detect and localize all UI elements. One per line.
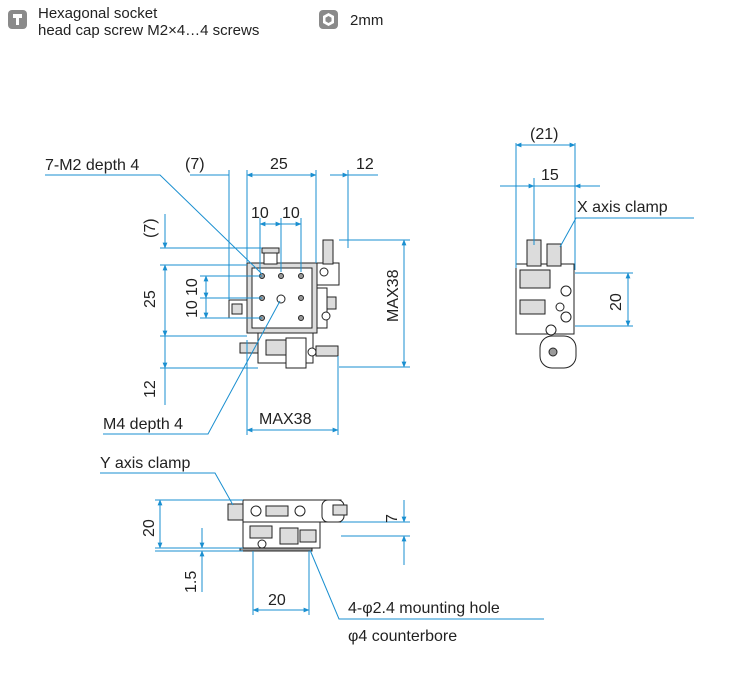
dim-max38-horizontal: MAX38 — [259, 411, 312, 428]
dim-top-10b: 10 — [282, 205, 300, 222]
screw-spec-line1: Hexagonal socket — [38, 5, 158, 22]
top-view: (7) 25 12 10 10 (7) 25 10 10 12 MAX38 MA… — [45, 156, 410, 435]
dim-front-7: 7 — [384, 514, 401, 523]
label-x-clamp: X axis clamp — [577, 199, 668, 216]
dim-top-25: 25 — [270, 156, 288, 173]
screw-spec-line2: head cap screw M2×4…4 screws — [38, 22, 260, 39]
dim-front-1-5: 1.5 — [183, 571, 200, 593]
dim-front-20-vertical: 20 — [141, 519, 158, 537]
dim-side-21: (21) — [530, 126, 558, 143]
dim-left-7: (7) — [142, 218, 159, 238]
dim-left-12: 12 — [142, 380, 159, 398]
label-y-clamp: Y axis clamp — [100, 455, 191, 472]
dim-max38-vertical: MAX38 — [385, 269, 402, 322]
side-view-dimensions — [500, 142, 694, 327]
front-view: 20 1.5 20 7 Y axis clamp 4-φ2.4 mounting… — [100, 455, 544, 645]
dim-top-12: 12 — [356, 156, 374, 173]
label-tapped-holes: 7-M2 depth 4 — [45, 157, 139, 174]
hex-wrench-size: 2mm — [350, 12, 384, 29]
hex-wrench-icon — [319, 10, 338, 29]
dim-top-10a: 10 — [251, 205, 269, 222]
dim-front-20-horizontal: 20 — [268, 592, 286, 609]
legend: Hexagonal socket head cap screw M2×4…4 s… — [0, 0, 750, 60]
dim-left-10b: 10 — [184, 300, 201, 318]
front-view-dimensions — [100, 472, 544, 620]
dim-left-25: 25 — [142, 290, 159, 308]
dim-side-15: 15 — [541, 167, 559, 184]
side-view: (21) 15 20 X axis clamp — [500, 126, 694, 369]
label-mounting-hole: 4-φ2.4 mounting hole — [348, 600, 500, 617]
label-counterbore: φ4 counterbore — [348, 628, 457, 645]
label-center-hole: M4 depth 4 — [103, 416, 183, 433]
dim-top-7: (7) — [185, 156, 205, 173]
dim-left-10a: 10 — [184, 278, 201, 296]
cap-screw-icon — [8, 10, 27, 29]
top-view-dimensions — [45, 170, 410, 435]
dim-side-20: 20 — [608, 293, 625, 311]
